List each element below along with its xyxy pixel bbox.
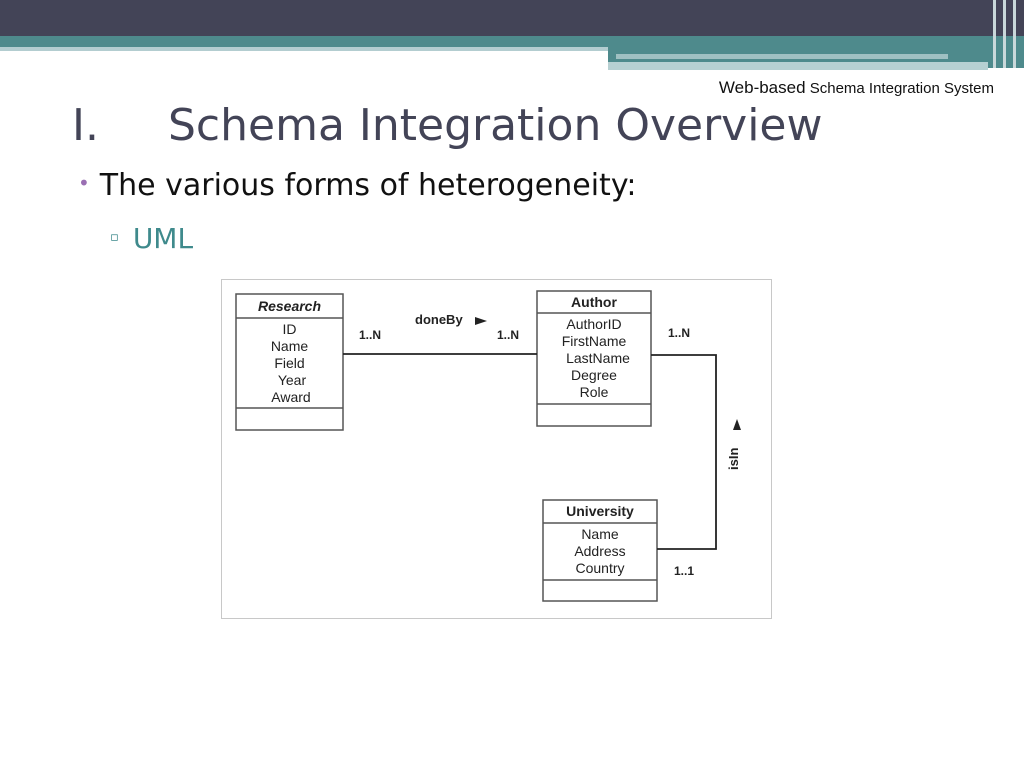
university-attr: Name: [581, 526, 619, 542]
header-band-right-low: [608, 62, 988, 70]
uml-diagram: Research ID Name Field Year Award Author…: [221, 279, 772, 619]
university-attr: Country: [575, 560, 624, 576]
author-attr: FirstName: [562, 333, 627, 349]
research-attr: ID: [283, 321, 297, 337]
class-author-name: Author: [571, 294, 617, 310]
author-attr: Degree: [571, 367, 617, 383]
arrow-up-icon: [733, 419, 741, 430]
header-note-part2: Schema Integration System: [805, 80, 994, 97]
bullet-level1-text: The various forms of heterogeneity:: [99, 168, 637, 203]
university-attr: Address: [574, 543, 625, 559]
association-isin-line: [651, 354, 717, 550]
header-band-light: [0, 47, 608, 51]
header-stripe: [1013, 0, 1016, 68]
class-research: Research ID Name Field Year Award: [235, 293, 344, 431]
class-author: Author AuthorID FirstName LastName Degre…: [536, 290, 652, 427]
slide-title-number: I.: [72, 100, 99, 151]
header-band-dark: [0, 0, 1024, 36]
header-note-part1: Web-based: [718, 78, 806, 97]
association-doneby-label: doneBy: [415, 312, 463, 327]
association-isin-label: isIn: [726, 448, 741, 470]
association-doneby-source-mult: 1..N: [359, 328, 381, 342]
research-attr: Award: [271, 389, 310, 405]
bullet-level2-text: UML: [132, 222, 194, 255]
bullet-square-icon: ▫: [110, 230, 119, 245]
slide-title-text: Schema Integration Overview: [168, 100, 823, 151]
association-isin-target-mult: 1..1: [674, 564, 694, 578]
arrow-right-icon: [475, 317, 487, 325]
header-band-teal: [0, 36, 1024, 47]
research-attr: Field: [274, 355, 304, 371]
uml-diagram-svg: Research ID Name Field Year Award Author…: [235, 290, 741, 602]
class-research-name: Research: [258, 298, 321, 314]
author-attr: Role: [580, 384, 609, 400]
bullet-level1: • The various forms of heterogeneity:: [78, 168, 637, 203]
class-university-name: University: [566, 503, 634, 519]
class-university: University Name Address Country: [542, 499, 658, 602]
author-attr: AuthorID: [566, 316, 621, 332]
bullet-level2: ▫ UML: [110, 222, 193, 255]
header-band-right-inner: [616, 54, 948, 59]
header-stripe: [1003, 0, 1006, 68]
research-attr: Name: [271, 338, 309, 354]
author-attr: LastName: [566, 350, 630, 366]
bullet-dot-icon: •: [78, 171, 90, 195]
association-isin: 1..N 1..1 isIn: [651, 326, 741, 578]
association-doneby: 1..N 1..N doneBy: [343, 312, 537, 355]
association-isin-source-mult: 1..N: [668, 326, 690, 340]
slide-title: I. Schema Integration Overview: [72, 100, 822, 151]
research-attr: Year: [278, 372, 307, 388]
header-note: Web-based Schema Integration System: [719, 78, 994, 98]
header-stripe: [993, 0, 996, 68]
association-doneby-target-mult: 1..N: [497, 328, 519, 342]
